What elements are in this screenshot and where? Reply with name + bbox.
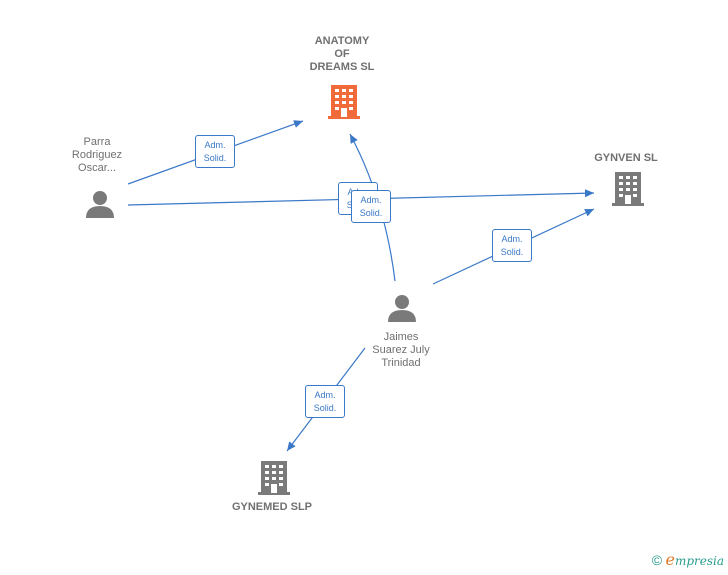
person-icon[interactable] <box>387 293 417 323</box>
company-label-gynemed[interactable]: GYNEMED SLP <box>231 501 313 513</box>
company-label-gynven[interactable]: GYNVEN SL <box>594 152 658 164</box>
relation-badge-line: Solid. <box>359 208 383 218</box>
company-label-line: OF <box>334 48 350 60</box>
person-label-line: Jaimes <box>383 331 419 343</box>
building-icon[interactable] <box>612 171 644 207</box>
relation-badge-line: Solid. <box>203 153 227 163</box>
person-label-line: Trinidad <box>381 357 421 369</box>
person-label-line: Suarez July <box>372 344 430 356</box>
person-icon[interactable] <box>85 189 115 219</box>
person-label-line: Parra <box>83 136 111 148</box>
person-label-jaimes[interactable]: Jaimes Suarez July Trinidad <box>349 331 453 370</box>
relation-badge-line: Solid. <box>500 247 524 257</box>
company-label-anatomy[interactable]: ANATOMY OF DREAMS SL <box>292 35 392 74</box>
person-label-parra[interactable]: Parra Rodriguez Oscar... <box>52 136 142 175</box>
company-label-line: ANATOMY <box>314 35 370 47</box>
relation-badge-line: Adm. <box>204 140 226 150</box>
copyright-icon: © <box>651 552 663 568</box>
brand-logo-text: mpresia <box>674 554 724 568</box>
building-icon[interactable] <box>258 460 290 496</box>
relation-badge-line: Solid. <box>313 403 337 413</box>
relation-badge-line: Adm. <box>501 234 523 244</box>
relation-badge-line: Adm. <box>314 390 336 400</box>
relation-badge-line: Adm. <box>360 195 382 205</box>
company-label-line: DREAMS SL <box>309 61 375 73</box>
brand-logo-initial: e <box>665 550 675 569</box>
relation-badge[interactable]: Adm. Solid. <box>492 229 532 262</box>
building-icon[interactable] <box>328 84 360 120</box>
relation-badge[interactable]: Adm. Solid. <box>195 135 235 168</box>
relation-badge[interactable]: Adm. Solid. <box>305 385 345 418</box>
relation-badge[interactable]: Adm. Solid. <box>351 190 391 223</box>
person-label-line: Oscar... <box>78 162 116 174</box>
brand-footer[interactable]: © empresia <box>652 550 724 569</box>
person-label-line: Rodriguez <box>71 149 123 161</box>
